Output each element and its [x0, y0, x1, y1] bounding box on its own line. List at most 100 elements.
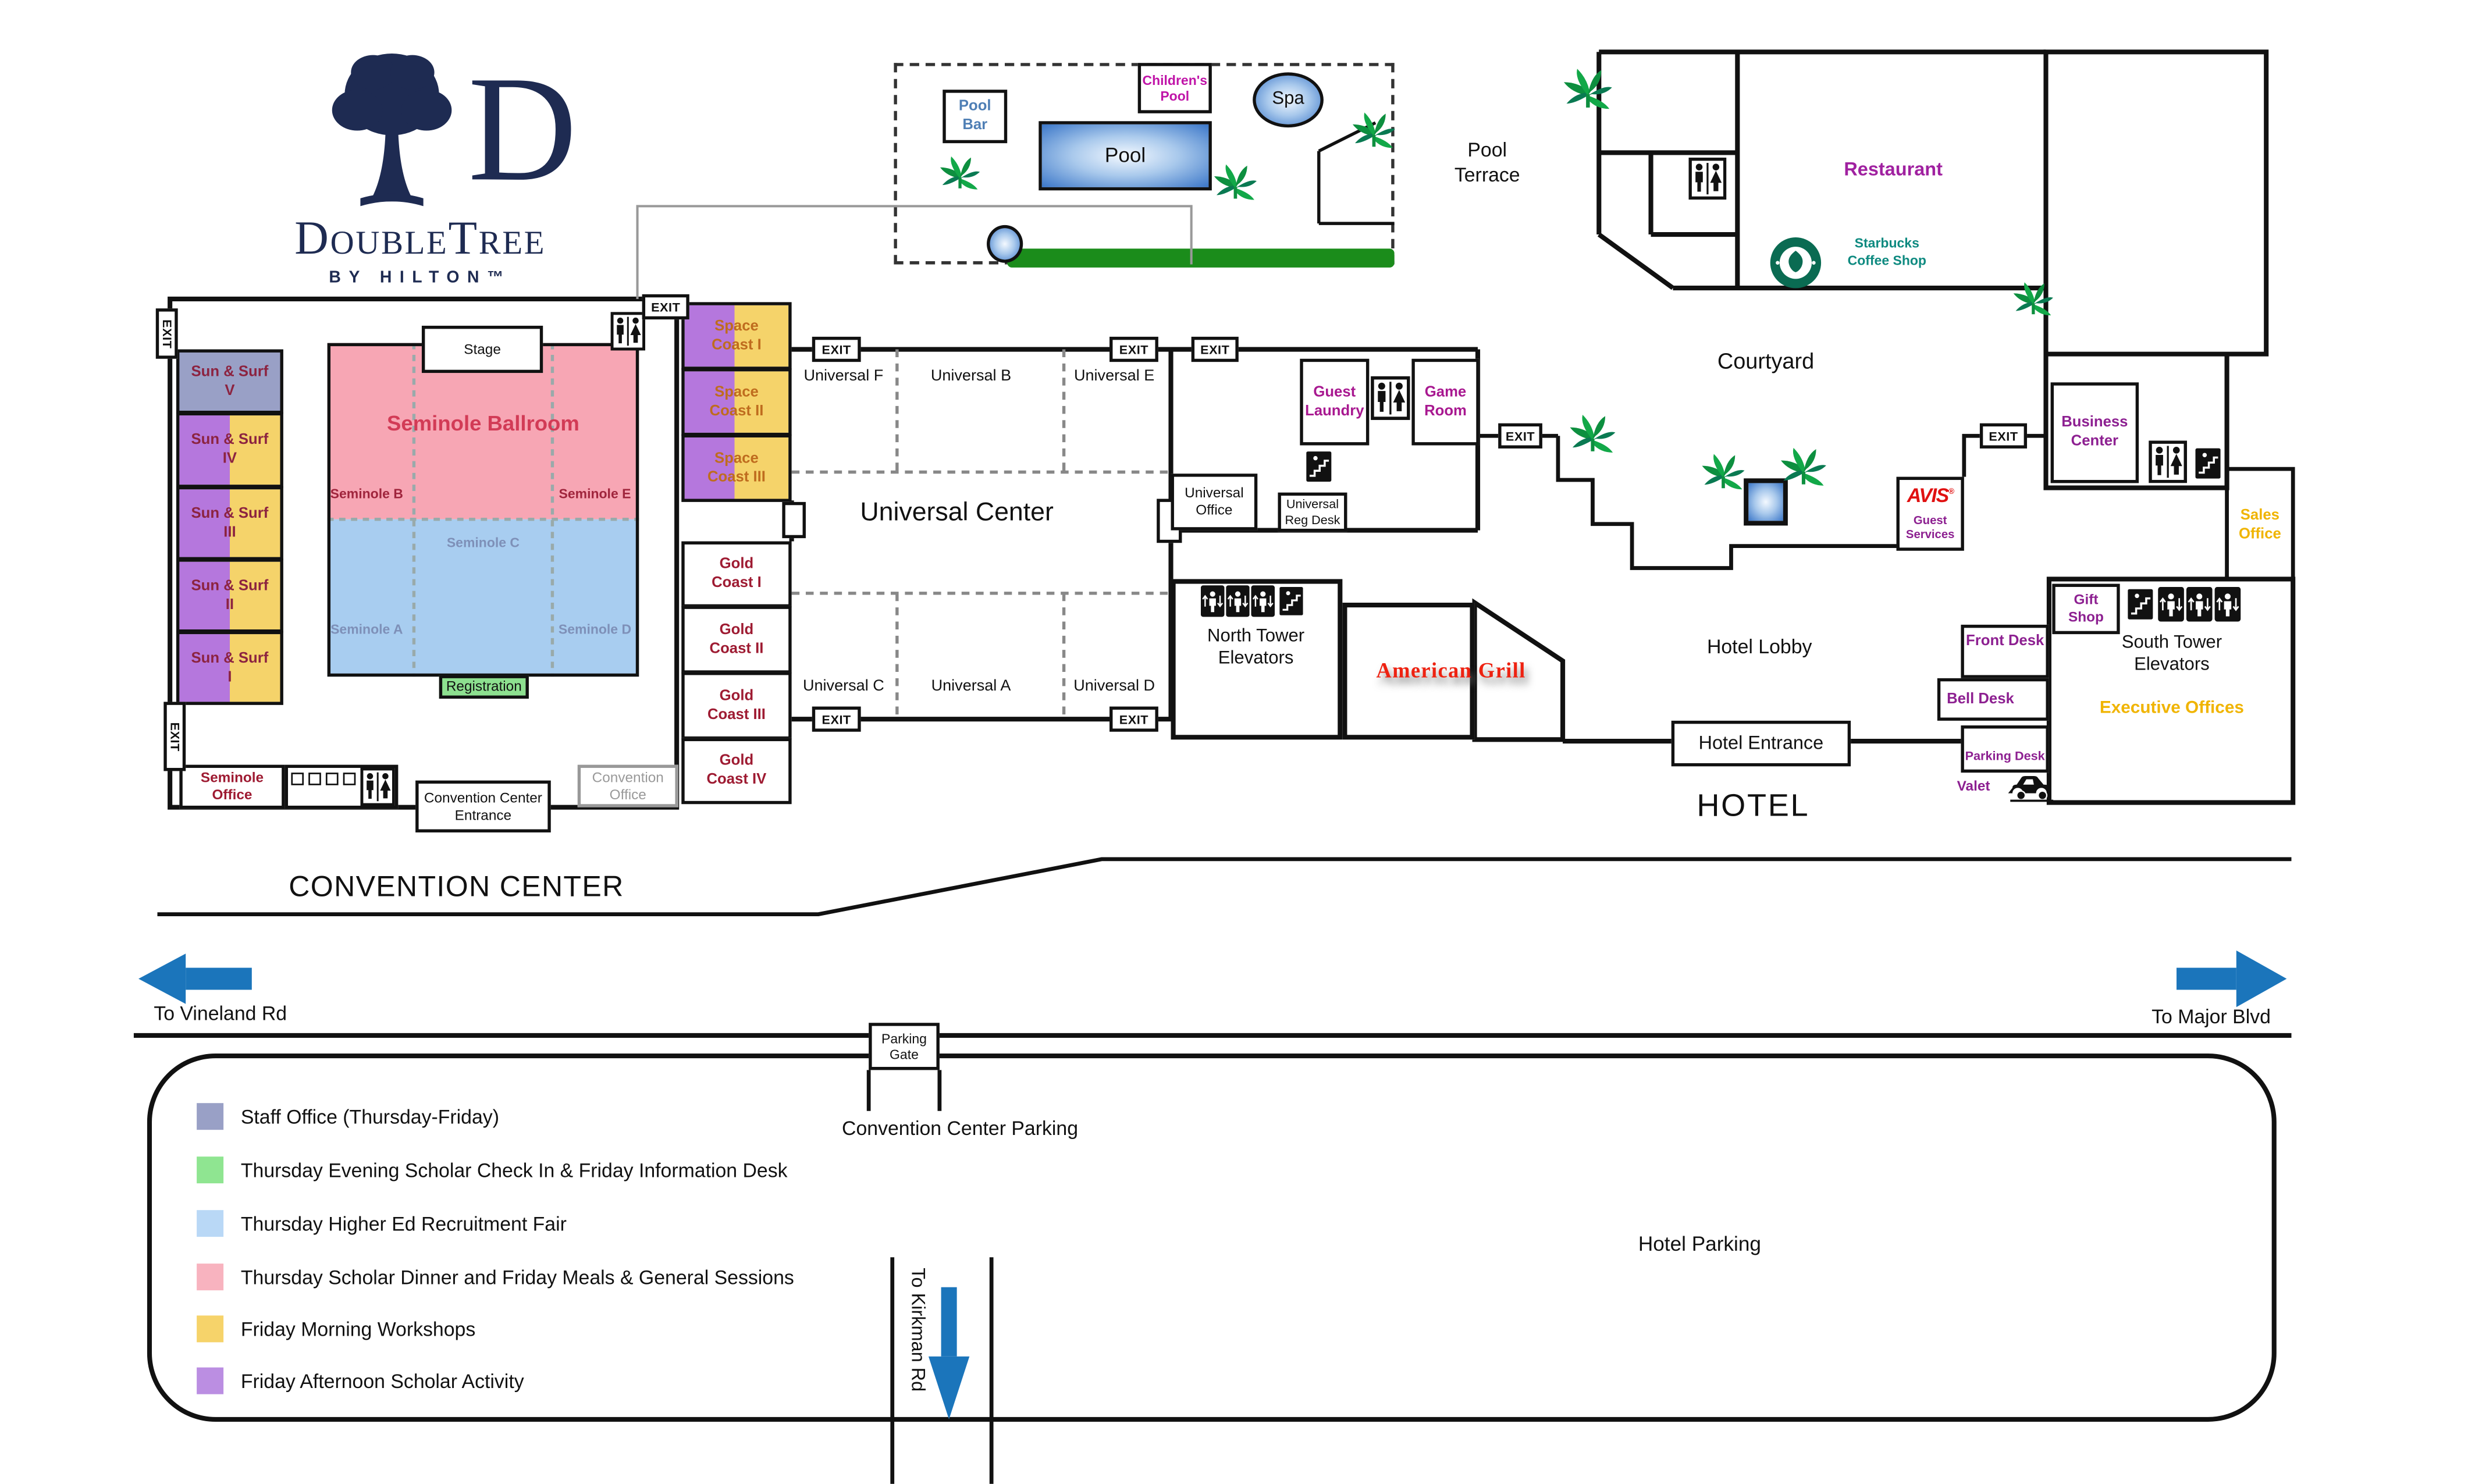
game-room-label: Game Room [1424, 383, 1467, 419]
arrow-left-head [138, 953, 186, 1004]
childrens-pool-label: Children's Pool [1142, 72, 1208, 104]
palm-tree-icon [938, 154, 982, 198]
pool-bar: Pool Bar [943, 90, 1008, 144]
palm-tree-icon [1699, 451, 1747, 499]
universal-office: Universal Office [1171, 474, 1258, 531]
legend-swatch [197, 1367, 224, 1394]
restaurant-label: Restaurant [1844, 158, 1943, 180]
arrow-down-head [928, 1356, 970, 1419]
dashed-universal-rooms [791, 349, 1171, 720]
room-gold-coast-4: Gold Coast IV [681, 738, 792, 805]
exit-sign: EXIT [812, 706, 861, 732]
parking-desk-label: Parking Desk [1965, 749, 2045, 764]
legend-item-scholar-activity: Friday Afternoon Scholar Activity [197, 1367, 524, 1394]
restroom-icon [1371, 376, 1410, 420]
universal-b-label: Universal B [930, 368, 1012, 386]
room-gold-coast-2: Gold Coast II [681, 606, 792, 674]
sun-surf-i-label: Sun & Surf I [191, 649, 269, 686]
kirkman-arrow [928, 1287, 970, 1419]
restroom-icon [1688, 158, 1726, 200]
elevator-icon [1251, 584, 1275, 619]
seminole-d-label: Seminole D [558, 621, 632, 637]
wall-courtyard-steps [1477, 433, 2046, 570]
elevator-icon [1226, 584, 1250, 619]
sun-surf-iv-label: Sun & Surf IV [191, 431, 269, 468]
space-coast-3-label: Space Coast III [707, 449, 766, 486]
exit-sign: EXIT [163, 702, 186, 771]
spa: Spa [1253, 72, 1324, 128]
hotel-parking-label: Hotel Parking [1638, 1232, 1761, 1256]
courtyard-label: Courtyard [1717, 348, 1815, 373]
sun-surf-iii-label: Sun & Surf III [191, 504, 269, 541]
sun-surf-ii-label: Sun & Surf II [191, 576, 269, 613]
sun-surf-v-label: Sun & Surf V [191, 362, 269, 399]
valet-label: Valet [1957, 778, 1990, 794]
pool-bar-label: Pool Bar [958, 98, 991, 134]
exit-sign: EXIT [812, 336, 861, 362]
elevator-icon [2214, 587, 2241, 622]
seminole-b-label: Seminole B [330, 485, 403, 502]
legend-label: Staff Office (Thursday-Friday) [240, 1105, 499, 1128]
hotel-entrance: Hotel Entrance [1671, 720, 1851, 767]
wall-hotel-north-wing [1596, 49, 2046, 291]
seminole-office: Seminole Office [179, 764, 285, 809]
logo-by-hilton: BY HILTON™ [329, 268, 512, 287]
exit-sign: EXIT [155, 308, 178, 359]
legend-item-workshops: Friday Morning Workshops [197, 1315, 475, 1343]
legend-item-checkin: Thursday Evening Scholar Check In & Frid… [197, 1156, 788, 1184]
exit-sign: EXIT [642, 294, 689, 320]
courtyard-fountain [1744, 478, 1788, 526]
exit-sign: EXIT [1979, 423, 2028, 449]
front-desk-label: Front Desk [1966, 632, 2044, 650]
universal-f-label: Universal F [803, 368, 884, 386]
convention-center-title: CONVENTION CENTER [289, 869, 624, 903]
room-gold-coast-1: Gold Coast I [681, 541, 792, 608]
business-center: Business Center [2050, 382, 2139, 483]
legend-item-dinner-sessions: Thursday Scholar Dinner and Friday Meals… [197, 1264, 794, 1291]
front-desk: Front Desk [1961, 624, 2049, 678]
palm-tree-icon [1212, 162, 1259, 209]
dashed-ballroom-dividers [327, 343, 639, 677]
stairs-icon [2128, 587, 2153, 622]
room-space-coast-1: Space Coast I [681, 302, 792, 370]
restroom-icon [360, 766, 395, 807]
road-upper [157, 857, 2292, 916]
room-sun-surf-iii: Sun & Surf III [176, 486, 283, 560]
game-room: Game Room [1411, 358, 1480, 446]
parking-gate: Parking Gate [869, 1023, 940, 1070]
hotel-title: HOTEL [1697, 789, 1810, 824]
universal-center-title: Universal Center [860, 498, 1054, 527]
exit-sign: EXIT [1109, 706, 1158, 732]
legend-swatch [197, 1210, 224, 1237]
phone-square-icon [325, 773, 339, 785]
phone-square-icon [308, 773, 321, 785]
convention-center-entrance: Convention Center Entrance [415, 780, 551, 832]
phone-square-icon [291, 773, 304, 785]
legend-swatch [197, 1156, 224, 1184]
universal-reg-desk: Universal Reg Desk [1278, 492, 1347, 532]
universal-a-label: Universal A [931, 678, 1011, 695]
legend-swatch [197, 1264, 224, 1291]
space-coast-2-label: Space Coast II [709, 383, 764, 419]
seminole-c-label: Seminole C [446, 534, 520, 550]
starbucks-label: Starbucks Coffee Shop [1847, 235, 1927, 268]
vineland-arrow [138, 953, 252, 1004]
phone-square-icon [343, 773, 356, 785]
seminole-a-label: Seminole A [330, 621, 403, 637]
exit-sign: EXIT [1109, 336, 1158, 362]
restroom-icon [611, 312, 646, 351]
kirkman-road-lines [890, 1257, 994, 1484]
seminole-ballroom-south [327, 519, 639, 677]
wall-universal-hall [789, 347, 1173, 722]
room-space-coast-2: Space Coast II [681, 368, 792, 436]
universal-d-label: Universal D [1073, 678, 1155, 695]
executive-offices-label: Executive Offices [2099, 699, 2244, 718]
corridor-thin-line [636, 205, 1193, 299]
room-sun-surf-v: Sun & Surf V [176, 349, 283, 414]
stairs-icon [1306, 450, 1331, 483]
palm-tree-icon [1350, 110, 1397, 157]
gift-shop-label: Gift Shop [2068, 592, 2104, 625]
avis-reg-mark: ® [1948, 487, 1954, 497]
small-pool [987, 225, 1023, 263]
starbucks-logo [1769, 236, 1822, 290]
